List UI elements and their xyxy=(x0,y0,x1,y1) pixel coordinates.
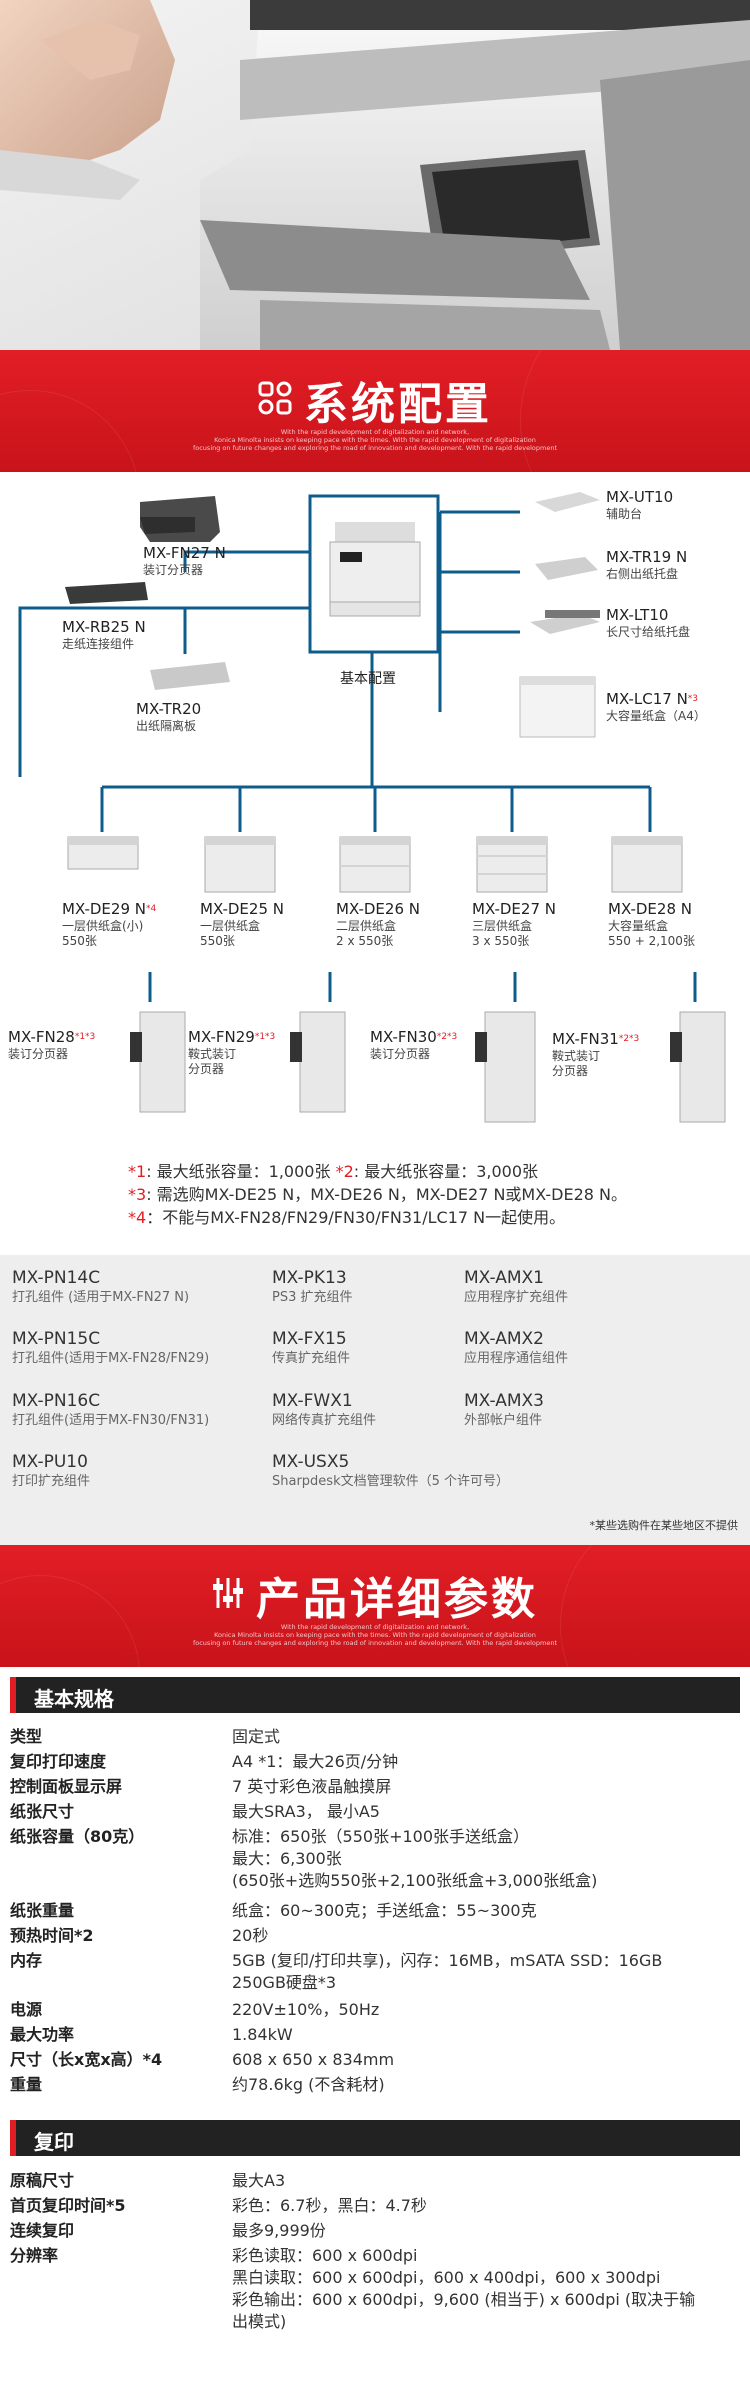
grid-icon xyxy=(258,375,292,426)
banner-subtext: focusing on future changes and exploring… xyxy=(192,1639,558,1647)
banner-subtext: Konica Minolta insists on keeping pace w… xyxy=(214,1631,536,1639)
note-line: *3: 需选购MX-DE25 N，MX-DE26 N，MX-DE27 N或MX-… xyxy=(128,1185,628,1204)
banner-subtext: focusing on future changes and exploring… xyxy=(192,444,558,452)
kits-footnote: *某些选购件在某些地区不提供 xyxy=(589,1519,739,1532)
basic-spec-heading: 基本规格 xyxy=(10,1677,740,1713)
finisher-fn31: MX-FN31*2*3 鞍式装订分页器 xyxy=(552,1030,640,1078)
hero-image xyxy=(0,0,750,350)
banner-subtext: With the rapid development of digitaliza… xyxy=(280,1623,470,1631)
finisher-fn29: MX-FN29*1*3 鞍式装订分页器 xyxy=(188,1028,276,1076)
note-line: *4：不能与MX-FN28/FN29/FN30/FN31/LC17 N一起使用。 xyxy=(128,1208,566,1227)
finisher-fn30: MX-FN30*2*3 装订分页器 xyxy=(370,1028,458,1061)
connector-lines xyxy=(18,492,726,1123)
section-title: 产品详细参数 xyxy=(0,1563,750,1627)
copier-photo xyxy=(0,0,750,350)
product-spec-banner: 产品详细参数 With the rapid development of dig… xyxy=(0,1545,750,1667)
sliders-icon xyxy=(212,1570,244,1621)
system-config-banner: 系统配置 With the rapid development of digit… xyxy=(0,350,750,472)
banner-subtext: Konica Minolta insists on keeping pace w… xyxy=(214,436,536,444)
finisher-fn28: MX-FN28*1*3 装订分页器 xyxy=(8,1028,96,1061)
copy-spec-heading: 复印 xyxy=(10,2120,740,2156)
tray-de29: MX-DE29 N*4 一层供纸盒(小)550张 xyxy=(62,900,157,948)
center-config-label: 基本配置 xyxy=(340,671,396,687)
note-line: *1: 最大纸张容量：1,000张 *2: 最大纸张容量：3,000张 xyxy=(128,1162,539,1181)
banner-subtext: With the rapid development of digitaliza… xyxy=(280,428,470,436)
footnotes: *1: 最大纸张容量：1,000张 *2: 最大纸张容量：3,000张 *3: … xyxy=(128,1160,627,1229)
section-title: 系统配置 xyxy=(0,368,750,432)
